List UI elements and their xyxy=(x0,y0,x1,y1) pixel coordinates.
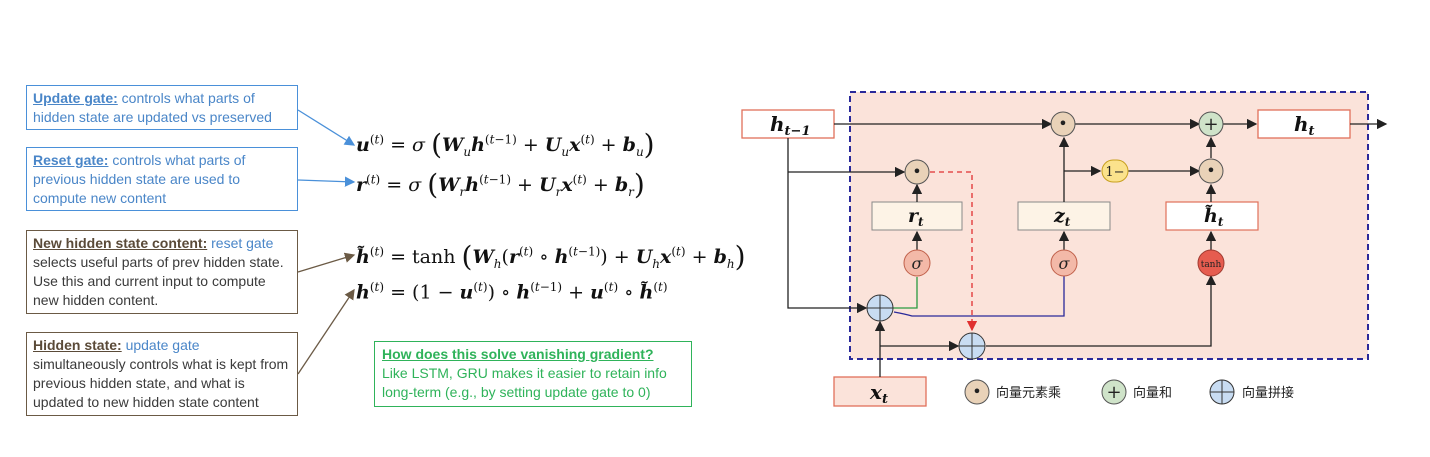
equation-update-gate: u(t) = σ (Wuh(t−1) + Uux(t) + bu) xyxy=(356,128,655,161)
r-t-box xyxy=(871,201,963,231)
sum-node-top-plus: + xyxy=(1203,114,1218,135)
mul-node-top-dot: • xyxy=(1058,114,1067,133)
note-hidden-state: Hidden state: update gate simultaneously… xyxy=(26,332,298,416)
arrow-hidden xyxy=(297,288,355,375)
arrow-update xyxy=(297,109,356,146)
legend-sum-label: 向量和 xyxy=(1133,385,1172,401)
note-update-text: controls what parts of hidden state are … xyxy=(33,90,272,125)
equation-new-content: h̃(t) = tanh (Wh(r(t) ∘ h(t−1)) + Uhx(t)… xyxy=(356,240,746,273)
equation-reset-gate: r(t) = σ (Wrh(t−1) + Urx(t) + br) xyxy=(356,168,645,201)
line-mul-r-to-concat2 xyxy=(930,171,978,332)
note-new-content-highlight: reset gate xyxy=(207,235,274,251)
note-new-content-title: New hidden state content: xyxy=(33,235,208,251)
x-t-label: xt xyxy=(869,380,888,407)
legend-sum-plus: + xyxy=(1106,382,1121,403)
htilde-label: h̃t xyxy=(1204,205,1224,229)
sigma-node-z xyxy=(1050,249,1078,277)
h-t-box xyxy=(1257,109,1351,139)
legend-mul-dot: • xyxy=(972,382,981,401)
sigma-node-z-text: σ xyxy=(1059,254,1071,273)
line-concat2-to-tanh xyxy=(986,274,1217,347)
mul-node-h xyxy=(1198,158,1224,184)
sum-node-top xyxy=(1198,111,1224,137)
x-t-box xyxy=(833,376,927,407)
tanh-node xyxy=(1197,249,1225,277)
note-update-gate: Update gate: controls what parts of hidd… xyxy=(26,85,298,130)
arrow-new-content xyxy=(297,252,356,273)
one-minus-text: 1− xyxy=(1105,165,1124,180)
mul-node-top xyxy=(1050,111,1076,137)
note-vanishing-text: Like LSTM, GRU makes it easier to retain… xyxy=(382,365,667,400)
legend-sum-icon xyxy=(1101,379,1127,405)
gru-diagram: ht−1 ht xt rt zt h̃t • + • • 1− σ xyxy=(741,91,1388,407)
note-new-content: New hidden state content: reset gate sel… xyxy=(26,230,298,314)
arrow-reset xyxy=(297,176,356,187)
h-t-label: ht xyxy=(1294,112,1315,139)
mul-node-r xyxy=(904,159,930,185)
legend-mul-label: 向量元素乘 xyxy=(996,385,1061,401)
sigma-node-r-text: σ xyxy=(912,254,924,273)
note-new-content-text: selects useful parts of prev hidden stat… xyxy=(33,254,284,308)
r-t-label: rt xyxy=(908,205,924,229)
note-hidden-highlight: update gate xyxy=(121,337,200,353)
note-vanishing-title: How does this solve vanishing gradient? xyxy=(382,346,654,362)
line-concat-to-sigma-r xyxy=(892,277,918,309)
note-update-title: Update gate: xyxy=(33,90,118,106)
line-concat-to-sigma-z xyxy=(893,276,1065,317)
h-prev-label: ht−1 xyxy=(770,112,811,139)
legend-concat-label: 向量拼接 xyxy=(1242,385,1294,401)
equation-hidden-state: h(t) = (1 − u(t)) ∘ h(t−1) + u(t) ∘ h̃(t… xyxy=(356,280,668,304)
mul-node-h-dot: • xyxy=(1206,161,1215,180)
z-t-box xyxy=(1017,201,1111,231)
note-reset-text: controls what parts of previous hidden s… xyxy=(33,152,246,206)
note-vanishing-gradient: How does this solve vanishing gradient? … xyxy=(374,341,692,407)
one-minus-node xyxy=(1101,159,1129,183)
note-arrows xyxy=(297,109,356,375)
note-hidden-title: Hidden state: xyxy=(33,337,122,353)
line-hprev-down-to-concat xyxy=(787,138,868,314)
tanh-node-text: tanh xyxy=(1201,260,1222,270)
htilde-box xyxy=(1165,201,1259,231)
note-reset-gate: Reset gate: controls what parts of previ… xyxy=(26,147,298,211)
note-hidden-text: simultaneously controls what is kept fro… xyxy=(33,356,289,410)
legend-mul-icon xyxy=(964,379,990,405)
z-t-label: zt xyxy=(1053,205,1071,229)
mul-node-r-dot: • xyxy=(912,162,921,181)
note-reset-title: Reset gate: xyxy=(33,152,109,168)
sigma-node-r xyxy=(903,249,931,277)
